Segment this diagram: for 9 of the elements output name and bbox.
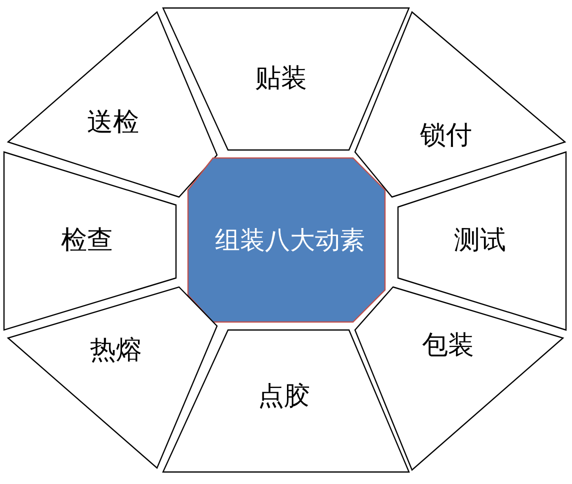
segment-label: 贴装 (255, 62, 307, 96)
segment-label: 锁付 (420, 120, 472, 152)
segment-label: 测试 (454, 224, 506, 258)
segment-label: 包装 (422, 330, 474, 362)
segment-label: 送检 (87, 106, 139, 140)
segment-label: 热熔 (90, 334, 142, 368)
segment-label: 点胶 (258, 380, 310, 414)
center-label: 组装八大动素 (215, 224, 365, 256)
segment-label: 检查 (61, 224, 113, 258)
